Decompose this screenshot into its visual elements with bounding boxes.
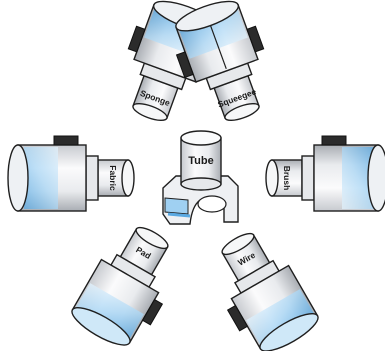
- attachment-fabric: Fabric: [8, 136, 134, 211]
- tube-label: Tube: [188, 155, 213, 167]
- attachment-label: Brush: [282, 166, 292, 191]
- attachment-wire: Wire: [199, 222, 323, 351]
- attachment-label: Fabric: [108, 165, 118, 191]
- attachment-pad: Pad: [67, 216, 191, 351]
- center-tube-assembly: Tube: [163, 131, 238, 224]
- attachment-squeegee: Squeegee: [164, 0, 283, 132]
- attachment-brush: Brush: [266, 136, 385, 211]
- tube-opening: [181, 131, 221, 145]
